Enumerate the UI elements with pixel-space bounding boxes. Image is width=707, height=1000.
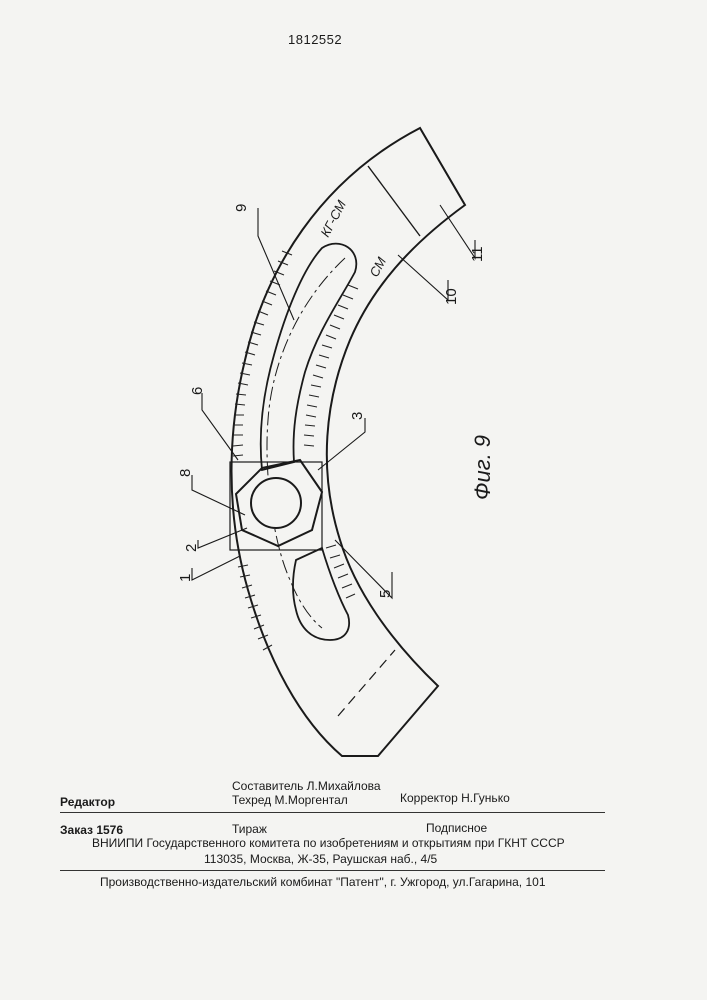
inner-hatching bbox=[304, 285, 358, 598]
label-2: 2 bbox=[183, 544, 200, 552]
compiler: Составитель Л.Михайлова bbox=[232, 779, 381, 793]
label-10: 10 bbox=[443, 288, 460, 305]
section-line-bottom bbox=[338, 650, 395, 716]
publisher-line: Производственно-издательский комбинат "П… bbox=[100, 875, 546, 889]
lower-slot bbox=[293, 548, 349, 640]
corrector: Корректор Н.Гунько bbox=[400, 791, 510, 805]
subscription: Подписное bbox=[426, 821, 487, 835]
rule-1 bbox=[60, 812, 605, 813]
tech-editor: Техред М.Моргентал bbox=[232, 793, 348, 807]
address-line: 113035, Москва, Ж-35, Раушская наб., 4/5 bbox=[204, 852, 437, 866]
label-9: 9 bbox=[233, 204, 250, 212]
bolt-circle bbox=[251, 478, 301, 528]
vniipi-line: ВНИИПИ Государственного комитета по изоб… bbox=[92, 836, 565, 850]
label-5: 5 bbox=[377, 590, 394, 598]
zone-sm: СМ bbox=[366, 254, 389, 279]
label-1: 1 bbox=[177, 574, 194, 582]
label-3: 3 bbox=[349, 412, 366, 420]
label-6: 6 bbox=[189, 387, 206, 395]
upper-slot bbox=[261, 244, 357, 470]
label-8: 8 bbox=[177, 469, 194, 477]
editor-label: Редактор bbox=[60, 795, 115, 809]
order: Заказ 1576 bbox=[60, 823, 123, 837]
outer-hatching bbox=[233, 251, 292, 650]
section-line-top bbox=[368, 166, 420, 236]
rule-2 bbox=[60, 870, 605, 871]
figure-caption: Фиг. 9 bbox=[470, 435, 495, 500]
leader-lines bbox=[192, 205, 475, 598]
center-line bbox=[267, 258, 345, 628]
circulation: Тираж bbox=[232, 822, 267, 836]
label-11: 11 bbox=[469, 246, 486, 262]
